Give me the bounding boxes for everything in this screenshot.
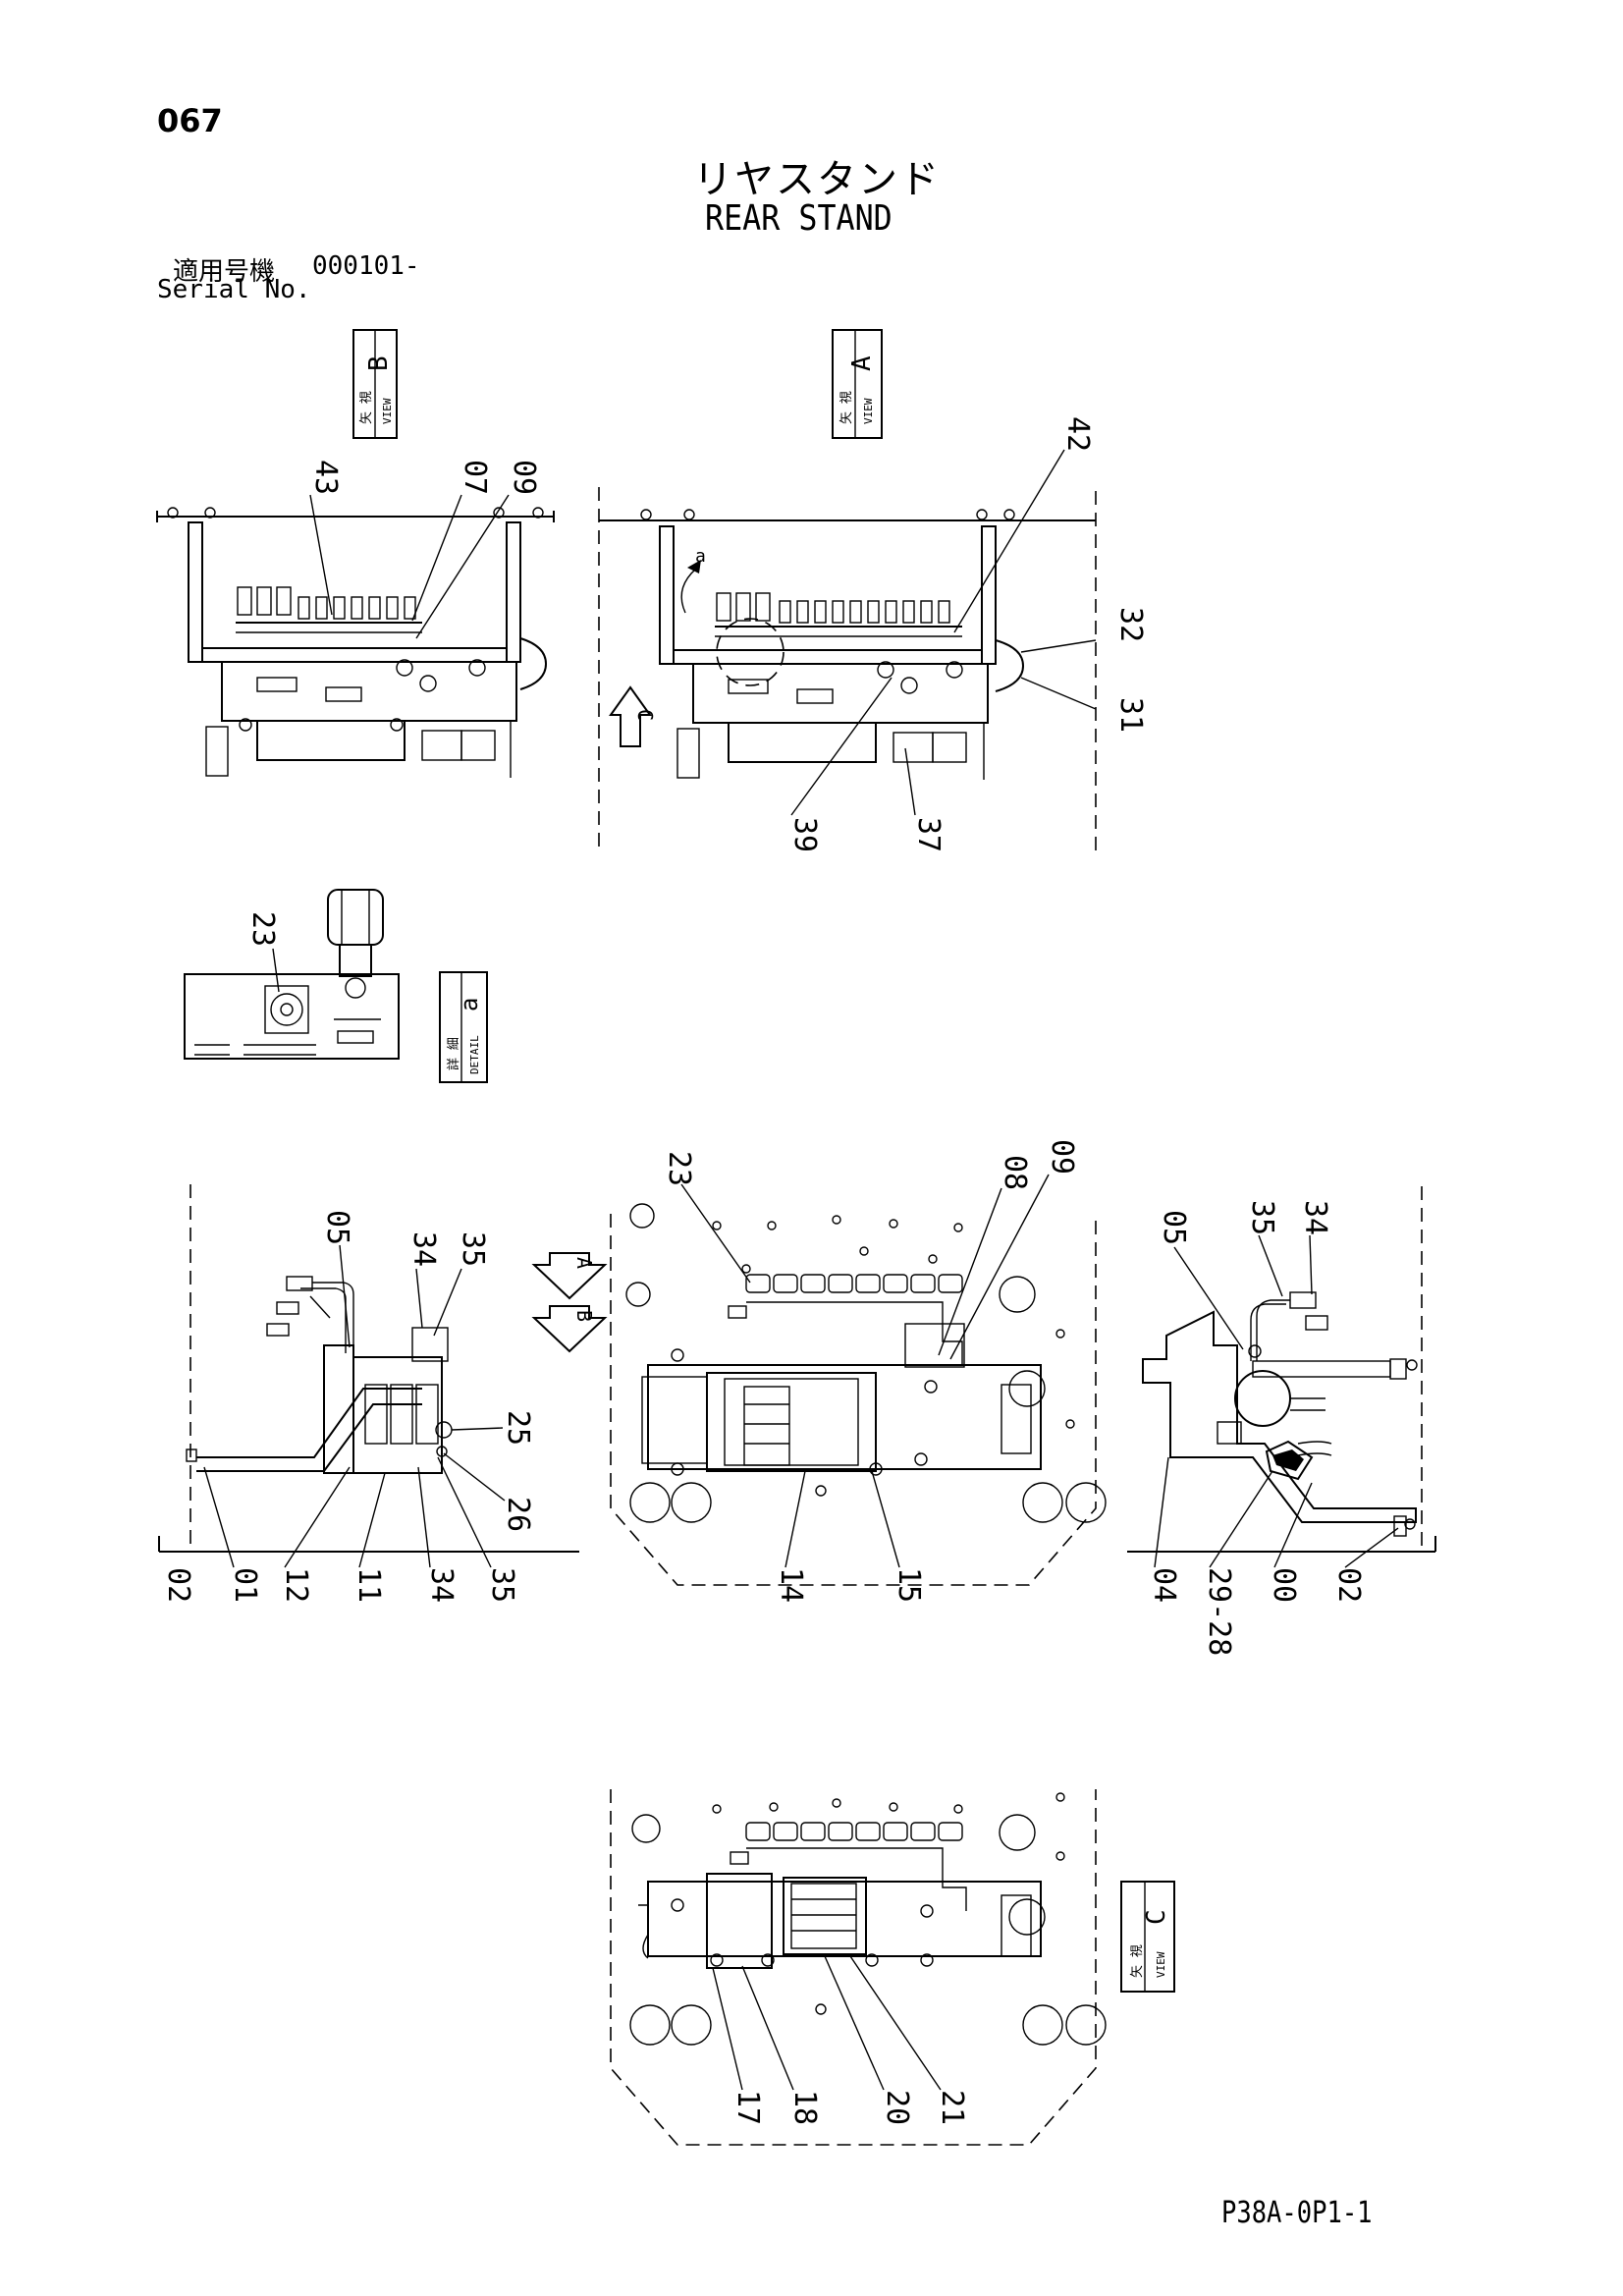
callout-34-right: 34 (1298, 1200, 1332, 1235)
detail-a-tag-en: DETAIL (468, 1035, 481, 1074)
callout-05-left: 05 (320, 1210, 354, 1245)
detail-a-tag-jp: 詳 細 (446, 1037, 461, 1070)
view-b-tag-letter: B (364, 355, 394, 371)
callout-18: 18 (787, 2090, 822, 2125)
page-title: REAR STAND (705, 198, 893, 239)
view-a-tag-jp: 矢 視 (839, 391, 854, 424)
direction-arrows: A B (531, 1252, 608, 1353)
view-b-tag: 矢 視 VIEW B (352, 329, 398, 439)
view-c-drawing (610, 1789, 1107, 2146)
top-main-view-callouts: 23 08 09 14 15 (662, 1139, 1079, 1603)
view-a-tag: 矢 視 VIEW A (832, 329, 883, 439)
serial-label-japanese: 適用号機 (173, 257, 276, 287)
serial-number-value: 000101- (312, 251, 420, 281)
callout-11: 11 (352, 1567, 386, 1603)
callout-25: 25 (501, 1410, 535, 1446)
view-a-drawing: a C (598, 487, 1097, 850)
view-c-tag: 矢 視 VIEW C (1120, 1881, 1175, 1993)
view-b-tag-jp: 矢 視 (359, 391, 374, 424)
callout-35-left-bottom: 35 (485, 1567, 519, 1603)
callout-31: 31 (1113, 697, 1148, 733)
detail-a-tag: 詳 細 DETAIL a (439, 971, 488, 1083)
view-b-tag-en: VIEW (381, 398, 394, 424)
callout-32: 32 (1113, 607, 1148, 642)
callout-26: 26 (501, 1497, 535, 1532)
detail-a-drawing (184, 889, 400, 1060)
page-title-japanese: リヤスタンド (693, 157, 941, 202)
serial-label: Serial No. (157, 275, 311, 304)
callout-09-main: 09 (1045, 1139, 1079, 1175)
callout-01: 01 (228, 1567, 262, 1603)
view-b-callouts: 43 07 09 (308, 460, 541, 639)
callout-05-right: 05 (1157, 1210, 1191, 1245)
callout-17: 17 (730, 2090, 765, 2125)
callout-15: 15 (892, 1567, 926, 1603)
callout-23-main: 23 (662, 1151, 696, 1186)
callout-20: 20 (880, 2090, 914, 2125)
view-a-callouts: 42 32 31 39 37 (787, 416, 1148, 852)
callout-29-28: 29-28 (1202, 1567, 1236, 1656)
callout-12: 12 (279, 1567, 313, 1603)
callout-14: 14 (774, 1567, 808, 1603)
right-side-view-callouts: 05 35 34 04 29-28 00 02 (1147, 1200, 1399, 1656)
callout-42: 42 (1060, 416, 1095, 452)
direction-arrow-a-label: A (572, 1257, 596, 1269)
view-a-tag-en: VIEW (862, 398, 875, 424)
callout-08: 08 (998, 1155, 1032, 1190)
direction-arrow-b-label: B (572, 1310, 596, 1322)
callout-37: 37 (911, 817, 946, 852)
callout-07: 07 (458, 460, 492, 495)
left-side-view-callouts: 05 34 35 25 26 02 01 12 11 34 35 (161, 1210, 535, 1603)
view-c-tag-en: VIEW (1155, 1951, 1167, 1978)
view-c-tag-letter: C (1142, 1909, 1171, 1925)
callout-02-left: 02 (161, 1567, 195, 1603)
page-number: 067 (157, 102, 223, 139)
callout-35-left-top: 35 (456, 1231, 490, 1267)
callout-23-detail: 23 (245, 911, 280, 947)
direction-arrow-c-label: C (633, 709, 657, 721)
callout-09: 09 (507, 460, 541, 495)
detail-a-callouts: 23 (245, 911, 280, 993)
callout-02-right: 02 (1331, 1567, 1366, 1603)
callout-34-left-top: 34 (406, 1231, 441, 1267)
top-main-view-drawing (610, 1203, 1107, 1586)
callout-35-right: 35 (1245, 1200, 1279, 1235)
callout-00: 00 (1267, 1567, 1301, 1603)
view-a-tag-letter: A (847, 355, 877, 371)
view-c-callouts: 17 18 20 21 (712, 1955, 969, 2125)
detail-a-tag-letter: a (456, 998, 483, 1011)
callout-21: 21 (935, 2090, 969, 2125)
callout-34-left-bottom: 34 (424, 1567, 459, 1603)
view-b-drawing (156, 507, 555, 778)
view-c-tag-jp: 矢 視 (1130, 1944, 1145, 1978)
callout-04: 04 (1147, 1567, 1181, 1603)
callout-39: 39 (787, 817, 822, 852)
detail-a-marker: a (695, 546, 706, 567)
callout-43: 43 (308, 460, 343, 495)
drawing-code: P38A-0P1-1 (1221, 2196, 1373, 2230)
